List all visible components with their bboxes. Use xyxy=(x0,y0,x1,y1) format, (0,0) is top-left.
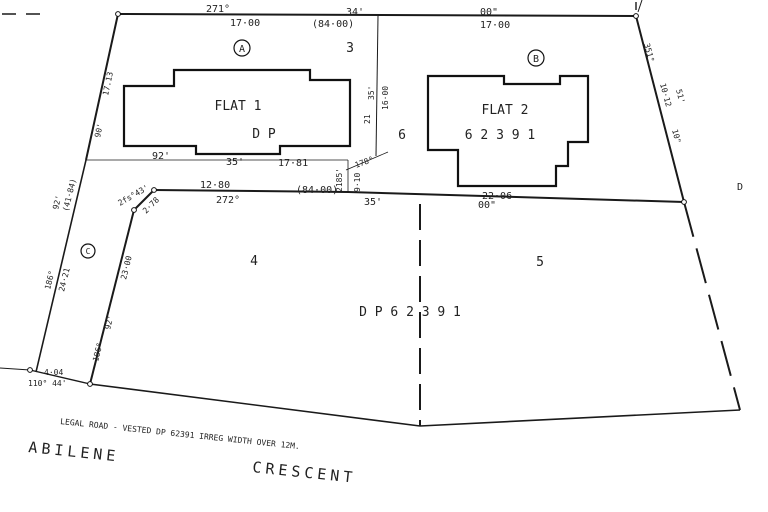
top-bearing-mid: 34' xyxy=(346,7,364,18)
flat-2-outline xyxy=(426,74,590,188)
mid-bearing: 272° xyxy=(216,195,240,206)
mid-right-dist: 22·06 xyxy=(482,191,512,202)
lot-5-label: 5 xyxy=(536,255,544,270)
road-frontage-left xyxy=(89,383,421,427)
mid-00: 00" xyxy=(478,200,496,211)
a-left-bearing: 90' xyxy=(93,122,105,138)
lot-a-circle xyxy=(233,39,251,57)
top-dist-a-total: (84·00) xyxy=(312,19,354,30)
c-bottom-boundary xyxy=(29,369,91,385)
b-right-51: 51' xyxy=(674,88,686,104)
peg xyxy=(681,199,687,205)
a-bottom-35: 35' xyxy=(226,157,244,168)
flat-1-label: FLAT 1 xyxy=(215,99,262,114)
peg xyxy=(87,381,93,387)
lot-3-label: 3 xyxy=(346,41,354,56)
peg xyxy=(115,11,121,17)
c-inner-186: 186° xyxy=(91,342,104,363)
small-2185: 2185' xyxy=(335,168,344,192)
lot-d-label: D xyxy=(737,182,743,193)
lot-5-right-dashed-line xyxy=(683,201,741,411)
middle-boundary xyxy=(153,189,685,203)
b-right-bearing: 351° xyxy=(642,42,656,63)
b-right-dist: 10·12 xyxy=(658,82,673,108)
top-bearing-left: 271° xyxy=(206,4,230,15)
c-inner-boundary xyxy=(89,209,135,385)
top-right-tick xyxy=(637,0,643,13)
lower-dp-label: D P 6 2 3 9 1 xyxy=(359,305,461,320)
c-left-92: 92' xyxy=(51,194,63,210)
road-name-abilene: ABILENE xyxy=(28,438,121,465)
a-b-divider xyxy=(375,15,379,157)
road-name-crescent: CRESCENT xyxy=(252,458,358,487)
lot-b-label: B xyxy=(533,54,539,65)
lot-c-label: C xyxy=(86,247,91,256)
flat-1-dp-label: D P xyxy=(252,127,276,142)
a-right-bearing: 35' xyxy=(367,86,376,100)
small-diagonal xyxy=(345,151,389,171)
mid-35: 35' xyxy=(364,197,382,208)
peg xyxy=(131,207,137,213)
c-left-bearing-a: 186° xyxy=(43,270,56,291)
c-left-boundary xyxy=(35,159,87,373)
c-top-step xyxy=(133,189,155,211)
small-910: 9·10 xyxy=(353,173,362,192)
c-inner-92: 92' xyxy=(103,314,115,330)
bottom-bearing: 110° 44' xyxy=(28,379,67,388)
lot-a-label: A xyxy=(239,44,245,55)
a-right-21: 21 xyxy=(363,114,372,124)
top-right-boundary xyxy=(117,13,685,203)
road-edge-stub xyxy=(0,367,31,371)
top-dist-a: 17·00 xyxy=(230,18,260,29)
peg xyxy=(633,13,639,19)
peg xyxy=(151,187,157,193)
small-178: 178° xyxy=(354,155,375,170)
a-bottom-bearing: 92' xyxy=(152,151,170,162)
mid-dist-left: 12·80 xyxy=(200,180,230,191)
a-right-dist: 16·00 xyxy=(381,86,390,110)
flat-2-label: FLAT 2 xyxy=(482,103,529,118)
peg xyxy=(27,367,33,373)
a-left-dist: 17.13 xyxy=(101,71,115,97)
top-bearing-right: 00" xyxy=(480,7,498,18)
b-right-10: 10" xyxy=(670,128,682,144)
flat-2-dp-label: 6 2 3 9 1 xyxy=(465,128,535,143)
mid-dist-total: (84·00) xyxy=(296,185,338,196)
a-left-boundary xyxy=(85,13,119,161)
lot-b-circle xyxy=(527,49,545,67)
small-278: 2·78 xyxy=(141,195,161,215)
lot-4-label: 4 xyxy=(250,254,258,269)
flat-1-outline xyxy=(122,68,352,156)
road-frontage-right xyxy=(419,409,741,427)
dp-number-prefix: 6 xyxy=(398,128,406,143)
bottom-dist: 4·04 xyxy=(44,368,63,377)
lot-c-circle xyxy=(80,243,96,259)
a-bottom-dist: 17·81 xyxy=(278,158,308,169)
top-dist-b: 17·00 xyxy=(480,20,510,31)
